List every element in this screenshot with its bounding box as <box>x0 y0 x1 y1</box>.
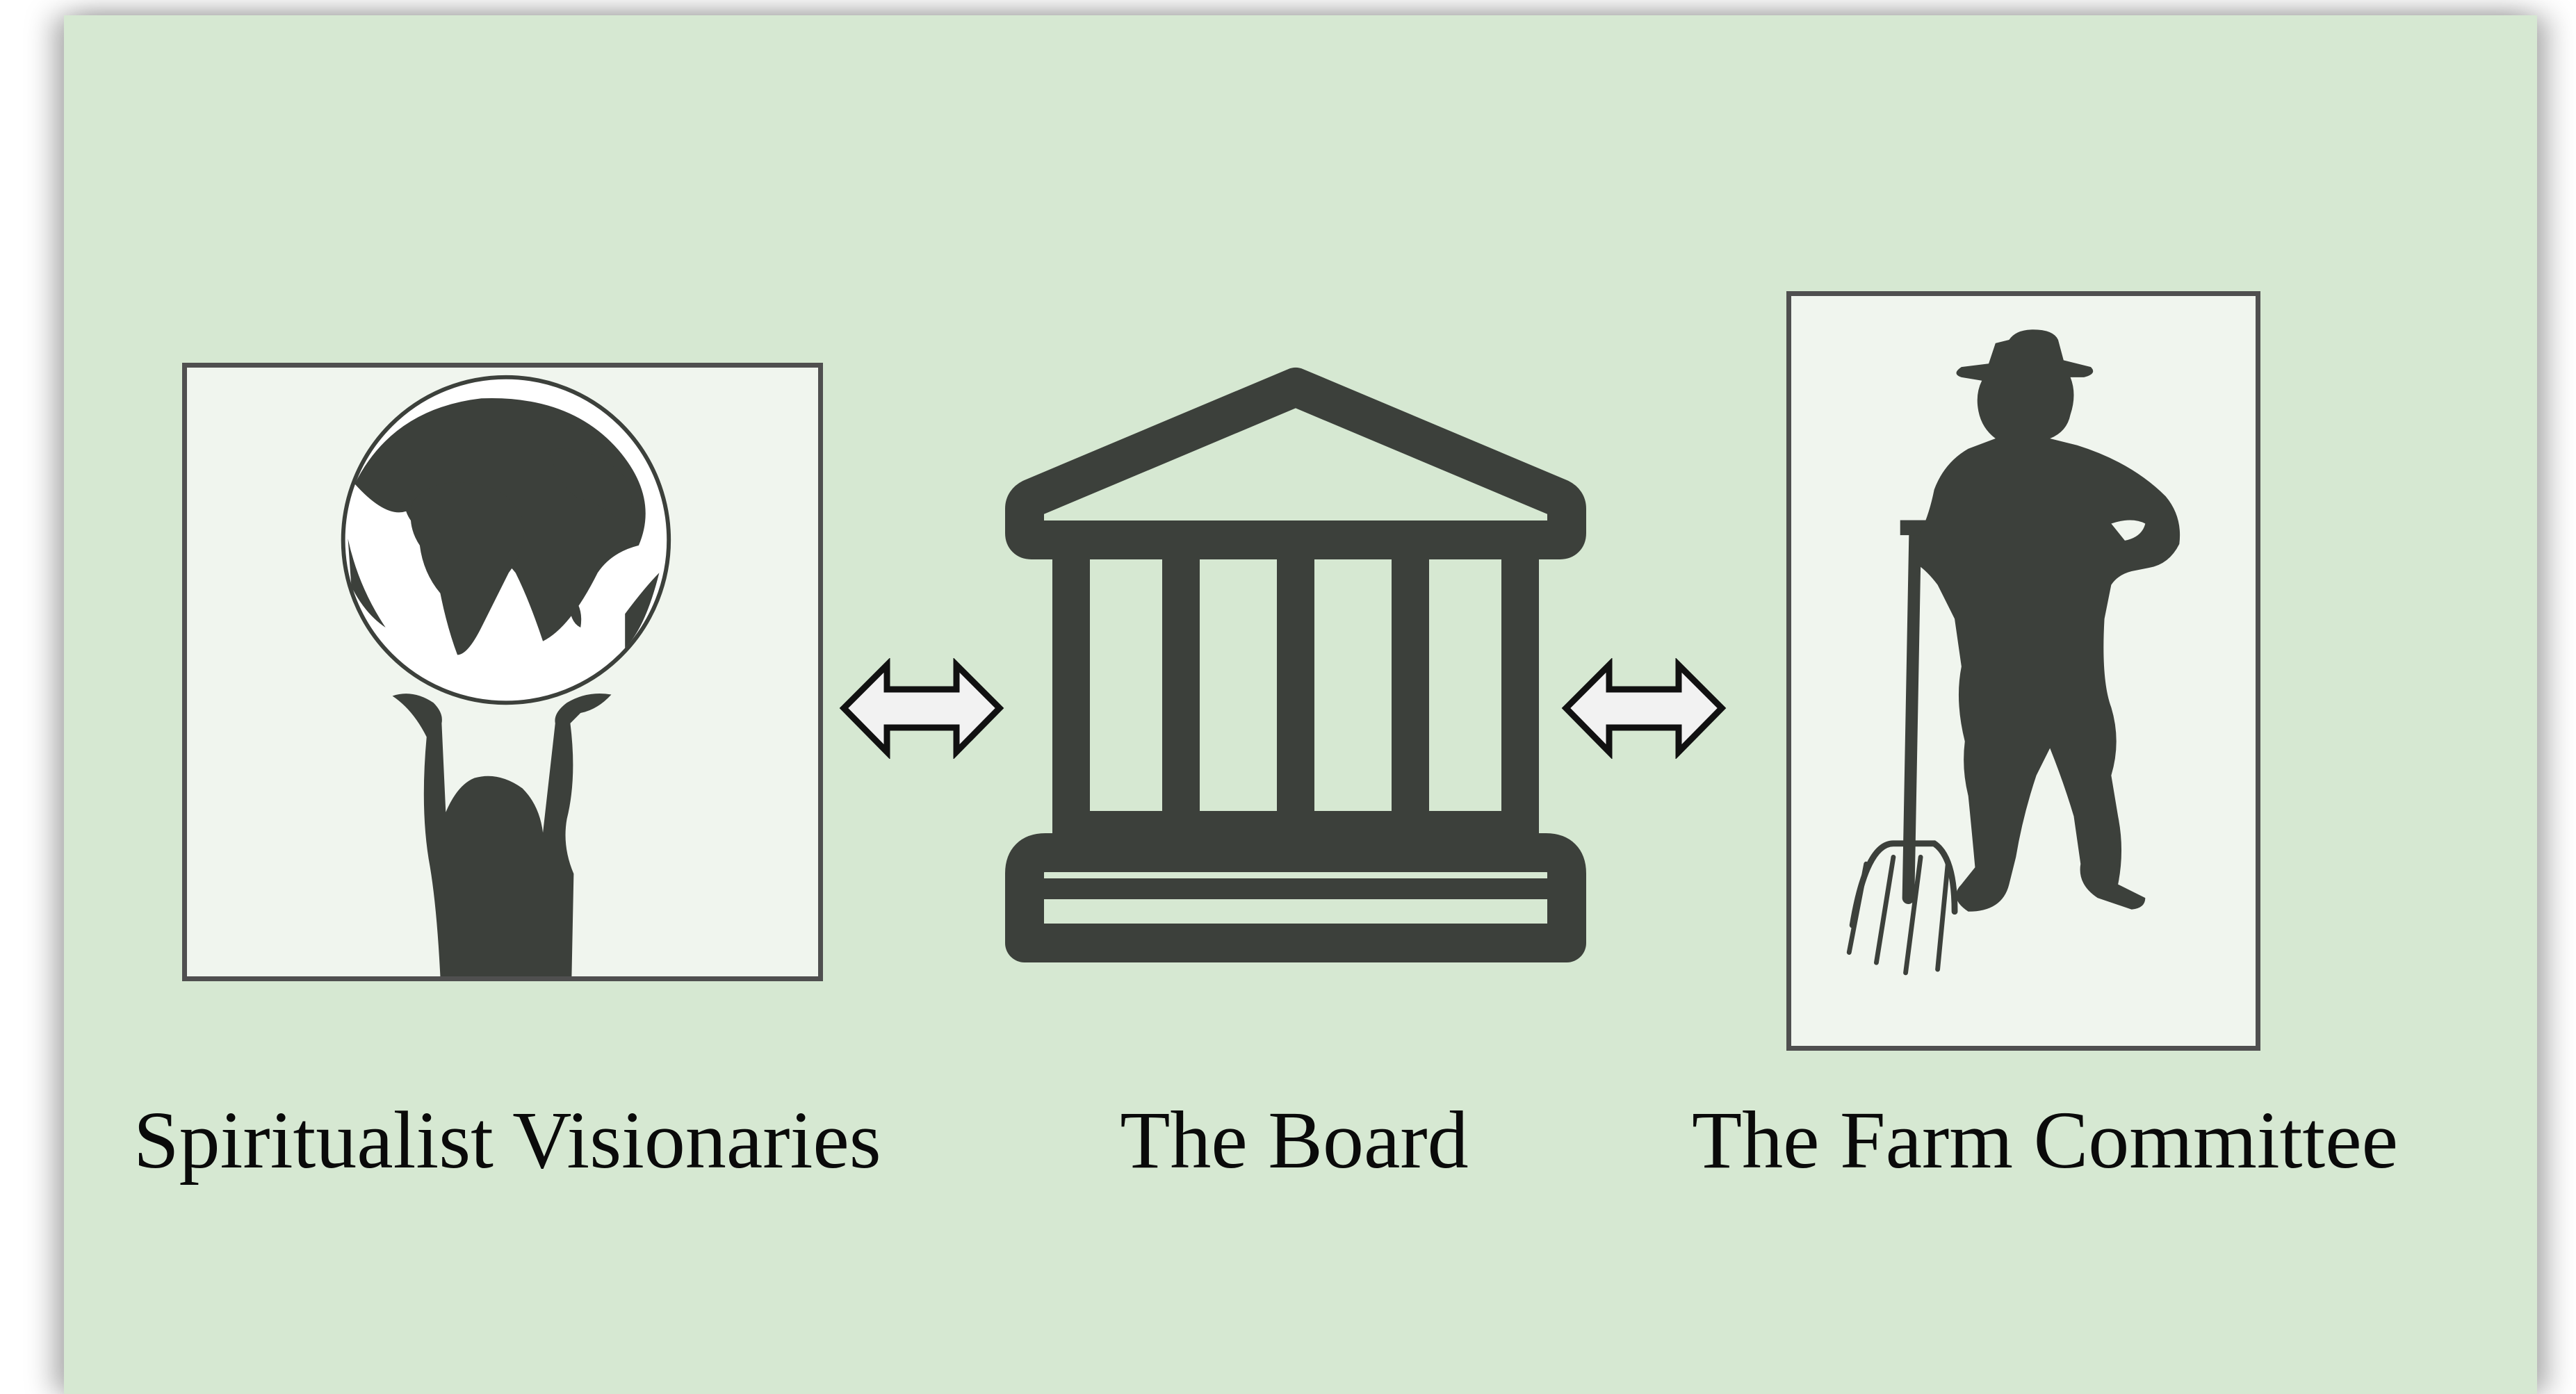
visionaries-panel <box>182 363 823 981</box>
institution-building-icon <box>1005 368 1586 962</box>
double-arrow-icon <box>839 658 1004 759</box>
farmer-with-pitchfork-icon <box>1846 329 2180 976</box>
farm-committee-panel <box>1786 291 2260 1051</box>
node-label-board: The Board <box>1120 1094 1469 1186</box>
double-arrow-icon <box>1561 658 1727 759</box>
node-label-visionaries: Spiritualist Visionaries <box>133 1094 881 1186</box>
globe-held-by-person-icon <box>341 375 671 976</box>
diagram-canvas: Spiritualist Visionaries The Board The F… <box>64 15 2537 1394</box>
node-label-farm-committee: The Farm Committee <box>1692 1094 2398 1186</box>
